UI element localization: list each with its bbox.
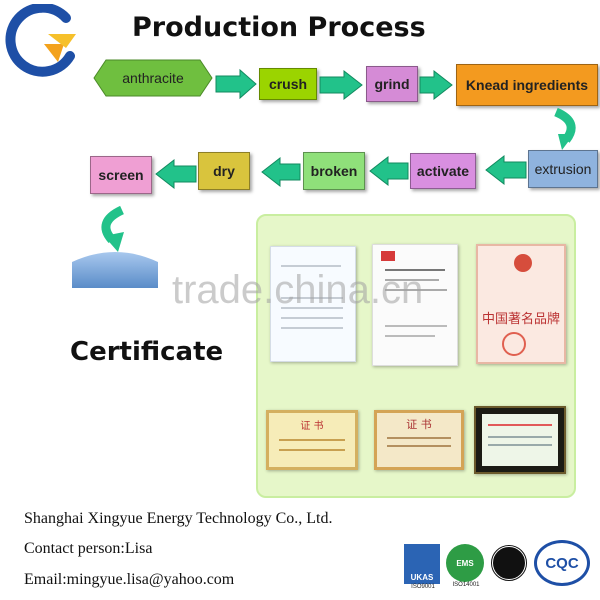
- process-step-label: crush: [268, 76, 308, 92]
- product-output-shape: [72, 248, 158, 288]
- badge-name: UKAS: [410, 573, 434, 582]
- process-step-label: broken: [310, 163, 358, 179]
- badge-caption: ISO14001: [452, 582, 480, 588]
- process-step-label: anthracite: [122, 70, 184, 86]
- process-step-knead: Knead ingredients: [456, 64, 598, 106]
- arrow-right-icon: [419, 69, 453, 101]
- process-step-anthracite: anthracite: [92, 58, 214, 98]
- process-step-screen: screen: [90, 156, 152, 194]
- cqc-badge-icon: CQC: [534, 540, 592, 588]
- process-arrows: [101, 68, 576, 252]
- process-step-label: extrusion: [534, 161, 592, 177]
- certificate-heading: 中国著名品牌: [481, 312, 560, 327]
- certificate-heading: 证 书: [406, 418, 432, 431]
- contact-email: Email:mingyue.lisa@yahoo.com: [24, 571, 235, 588]
- process-step-label: activate: [416, 163, 470, 179]
- arrow-right-icon: [215, 68, 257, 100]
- contact-person: Contact person:Lisa: [24, 540, 153, 557]
- ukas-badge-icon: UKAS ISO9001: [404, 544, 442, 596]
- arrow-left-icon: [485, 154, 527, 186]
- company-logo: [4, 2, 90, 80]
- process-step-activate: activate: [410, 153, 476, 189]
- certificate-document: [270, 246, 356, 362]
- globe-badge-icon: [490, 544, 530, 584]
- certificate-title: Certificate: [70, 337, 224, 367]
- arrow-left-icon: [155, 158, 197, 190]
- arrow-left-icon: [369, 155, 409, 187]
- process-step-broken: broken: [303, 152, 365, 190]
- process-step-label: grind: [374, 76, 410, 92]
- certificate-document: 证 书: [374, 410, 464, 470]
- badge-name: EMS: [456, 558, 474, 568]
- process-step-label: dry: [213, 163, 235, 179]
- certificate-panel: 中国著名品牌 证 书 证 书: [256, 214, 576, 498]
- certificate-document: 证 书: [266, 410, 358, 470]
- process-step-dry: dry: [198, 152, 250, 190]
- company-name: Shanghai Xingyue Energy Technology Co., …: [24, 510, 333, 527]
- process-step-extrusion: extrusion: [528, 150, 598, 188]
- badge-caption: ISO9001: [411, 584, 435, 590]
- certificate-heading: 证 书: [300, 421, 324, 432]
- certificate-document: [372, 244, 458, 366]
- arrow-right-icon: [319, 69, 363, 101]
- watermark-text: trade.china.cn: [172, 268, 424, 312]
- process-step-label: screen: [98, 167, 144, 183]
- process-step-label: Knead ingredients: [465, 77, 589, 93]
- process-step-grind: grind: [366, 66, 418, 102]
- badge-name: CQC: [545, 554, 579, 572]
- page-title: Production Process: [132, 12, 426, 43]
- arrow-left-icon: [261, 156, 301, 188]
- certificate-document: 中国著名品牌: [476, 244, 566, 364]
- certificate-document: [474, 406, 566, 474]
- process-step-crush: crush: [259, 68, 317, 100]
- ems-badge-icon: EMS ISO14001: [446, 544, 486, 596]
